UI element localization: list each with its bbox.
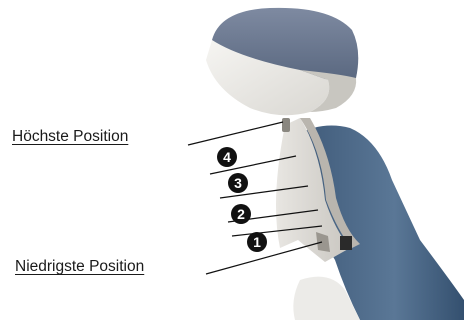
label-lowest-position: Niedrigste Position <box>15 258 144 276</box>
marker-3: 3 <box>228 173 248 193</box>
label-highest-position: Höchste Position <box>12 128 128 146</box>
marker-1: 1 <box>247 232 267 252</box>
svg-text:3: 3 <box>234 175 242 191</box>
top-post <box>282 118 290 132</box>
svg-text:1: 1 <box>253 234 261 250</box>
marker-4: 4 <box>217 147 237 167</box>
leader-highest <box>188 122 283 145</box>
svg-text:2: 2 <box>237 206 245 222</box>
svg-text:4: 4 <box>223 149 231 165</box>
marker-2: 2 <box>231 204 251 224</box>
